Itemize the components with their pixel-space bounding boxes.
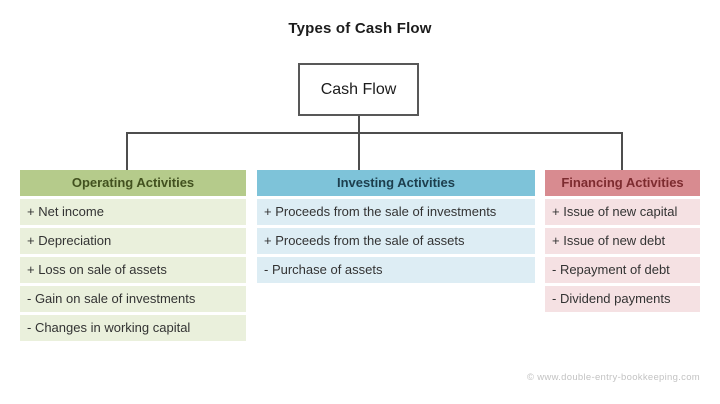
operating-activities-list: + Net income + Depreciation + Loss on sale… xyxy=(20,199,246,341)
financing-activities-list: + Issue of new capital + Issue of new deb… xyxy=(545,199,700,312)
list-item: + Loss on sale of assets xyxy=(20,257,246,283)
list-item: - Dividend payments xyxy=(545,286,700,312)
investing-activities-column: Investing Activities + Proceeds from the… xyxy=(257,170,535,283)
financing-activities-column: Financing Activities + Issue of new capi… xyxy=(545,170,700,312)
list-item: + Proceeds from the sale of investments xyxy=(257,199,535,225)
root-node-label: Cash Flow xyxy=(320,80,397,98)
list-item: - Changes in working capital xyxy=(20,315,246,341)
list-item: - Gain on sale of investments xyxy=(20,286,246,312)
diagram-title: Types of Cash Flow xyxy=(288,20,432,37)
watermark-credit: © www.double-entry-bookkeeping.com xyxy=(527,372,700,383)
list-item: + Issue of new capital xyxy=(545,199,700,225)
list-item: + Issue of new debt xyxy=(545,228,700,254)
operating-activities-column: Operating Activities + Net income + Depre… xyxy=(20,170,246,341)
investing-activities-list: + Proceeds from the sale of investments +… xyxy=(257,199,535,283)
list-item: - Purchase of assets xyxy=(257,257,535,283)
cash-flow-root-node: Cash Flow xyxy=(298,63,419,116)
list-item: + Depreciation xyxy=(20,228,246,254)
operating-activities-header: Operating Activities xyxy=(20,170,246,196)
financing-activities-header: Financing Activities xyxy=(545,170,700,196)
investing-activities-header: Investing Activities xyxy=(257,170,535,196)
list-item: + Proceeds from the sale of assets xyxy=(257,228,535,254)
list-item: + Net income xyxy=(20,199,246,225)
list-item: - Repayment of debt xyxy=(545,257,700,283)
tree-connectors xyxy=(126,116,623,170)
